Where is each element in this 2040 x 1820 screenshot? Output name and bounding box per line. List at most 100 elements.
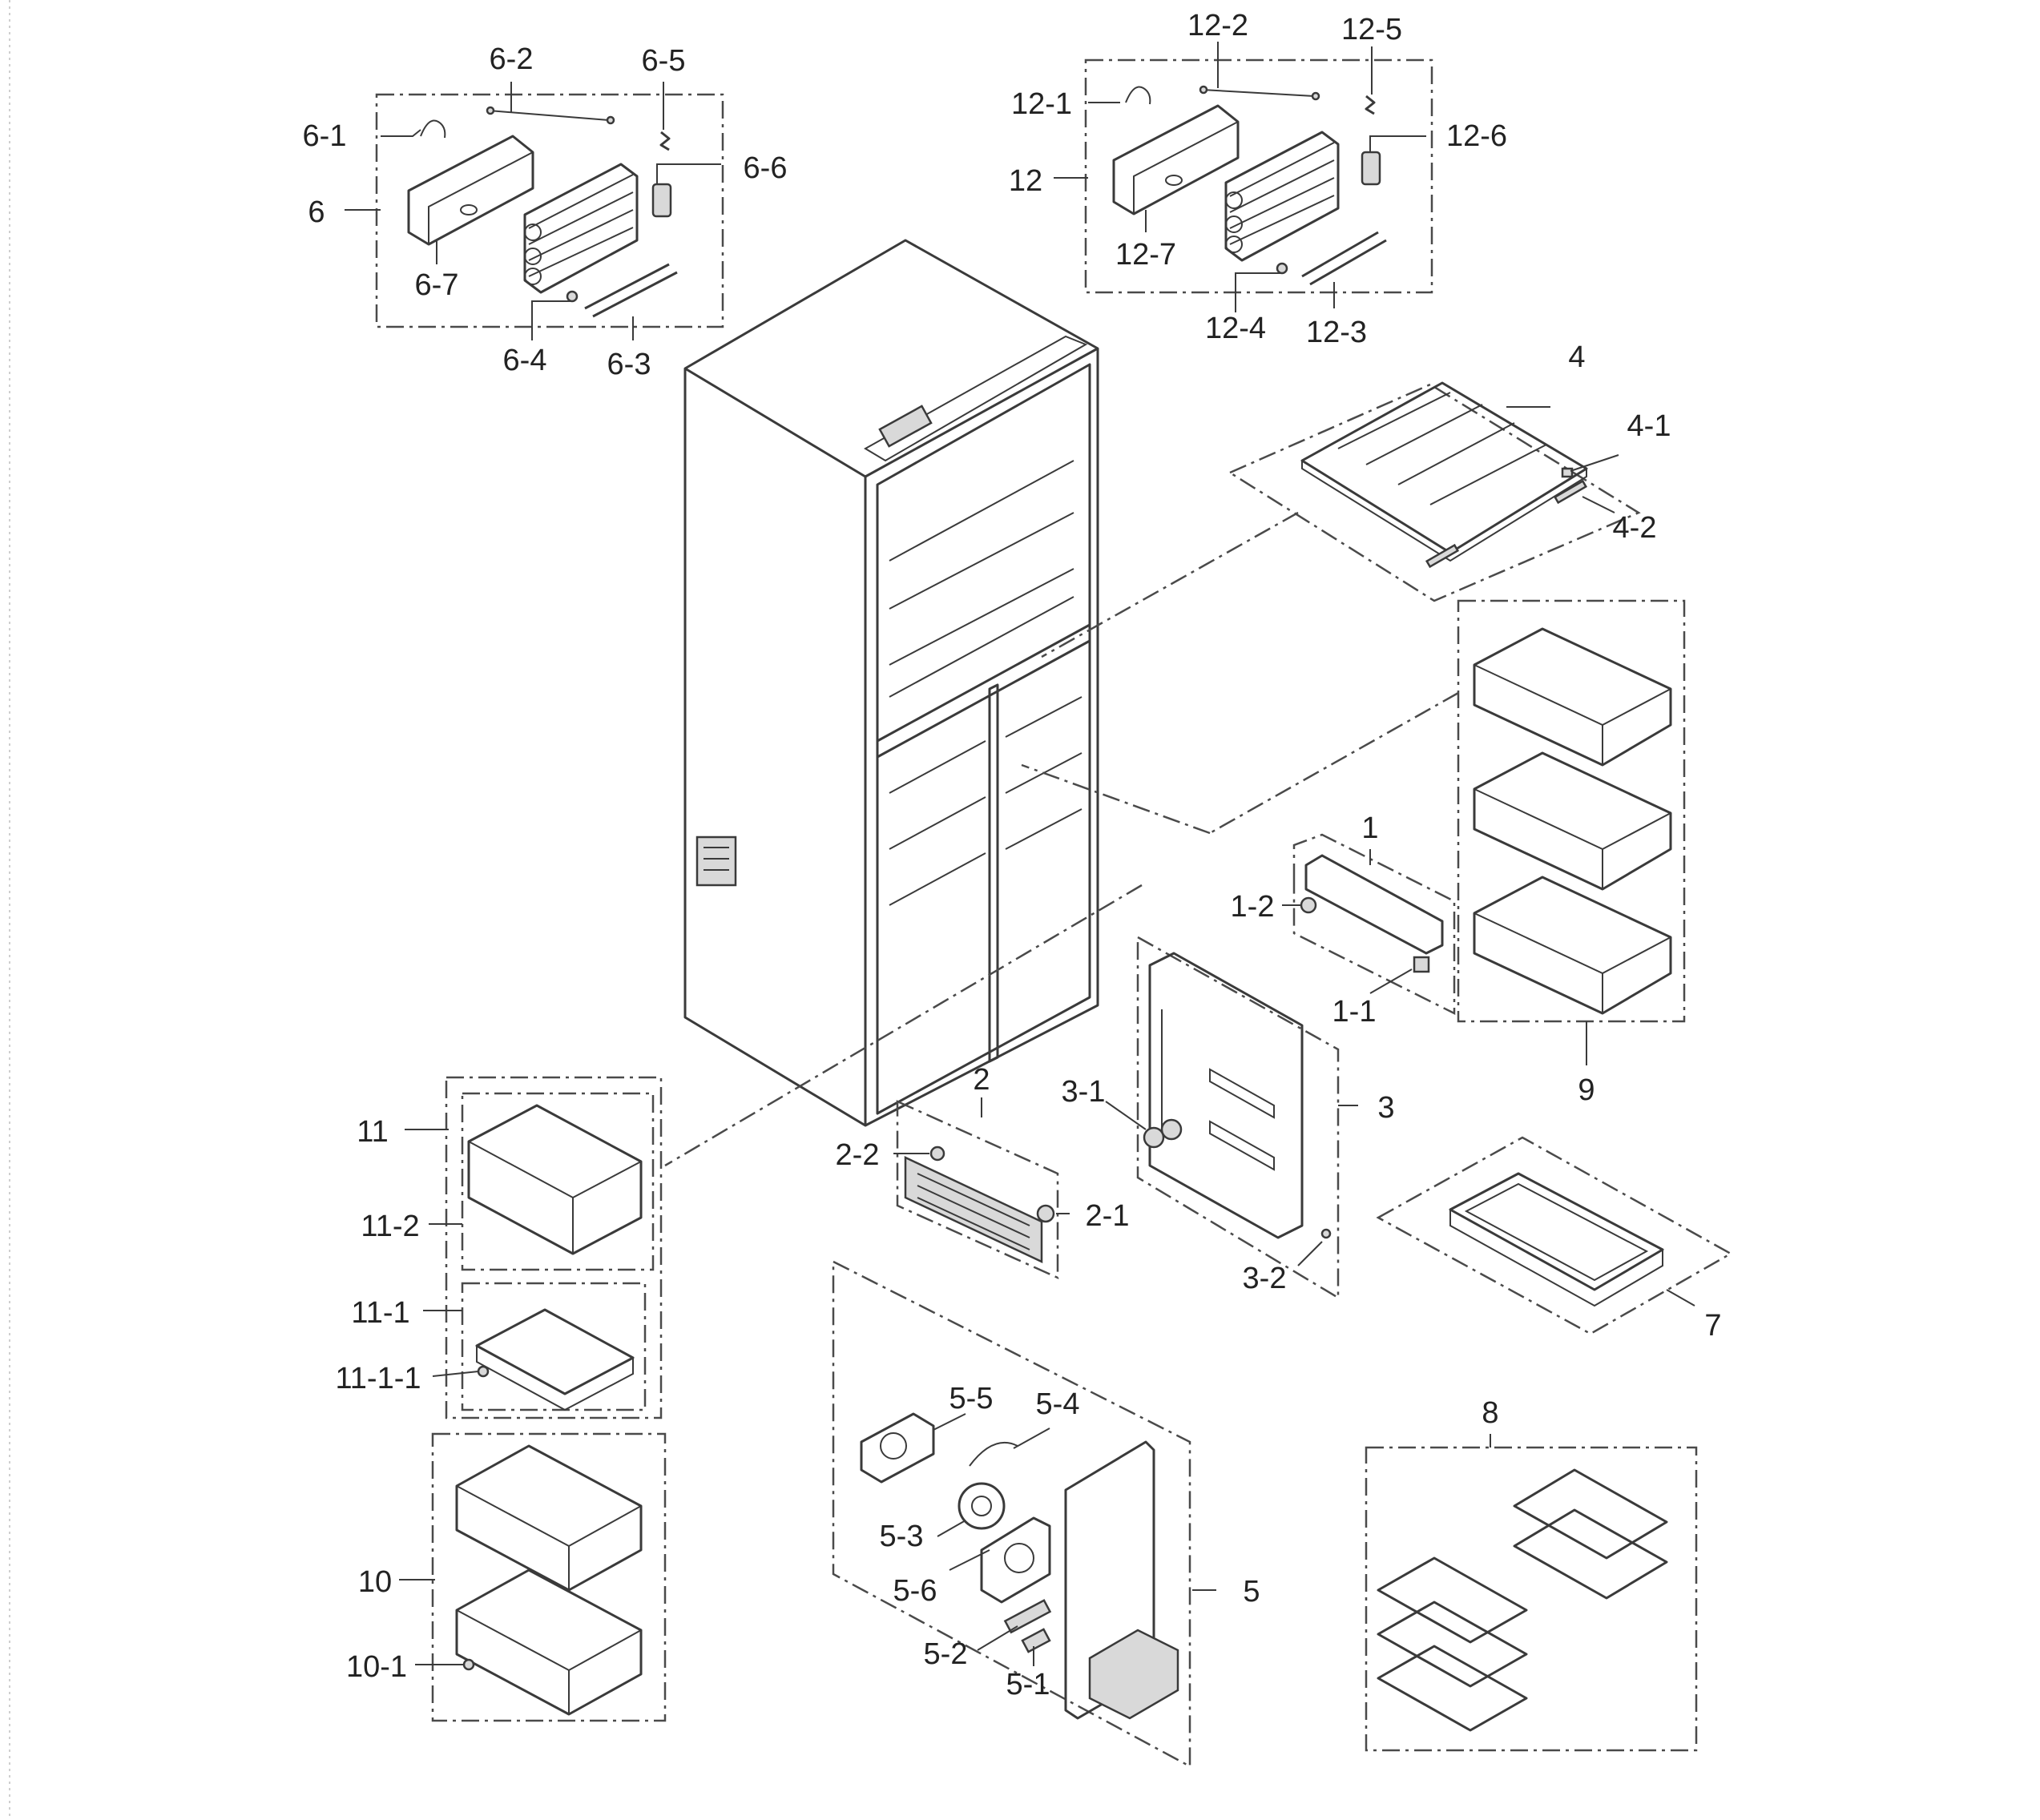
part-9-drawer-1 (1473, 627, 1672, 767)
part-5-6-shroud-ring (1004, 1543, 1034, 1573)
callout-5-2: 5-2 (924, 1637, 968, 1671)
group-11-drawer (405, 1076, 663, 1419)
group-7-box (1376, 1136, 1733, 1335)
part-4-shelf-glass (1300, 381, 1588, 554)
callout-6-4: 6-4 (503, 344, 547, 377)
part-5-evaporator-block (1088, 1629, 1179, 1720)
group-6-evaporator (345, 82, 724, 340)
leader-7 (1666, 1289, 1695, 1307)
part-5-6-shroud (980, 1516, 1051, 1604)
callout-4: 4 (1568, 340, 1585, 374)
part-6-2-plug (486, 106, 495, 115)
cabinet-upper-rails (889, 460, 1074, 698)
leader-5-6 (949, 1549, 990, 1571)
leader-3-1 (1105, 1101, 1147, 1130)
part-6-2-end (606, 115, 615, 125)
group-10-box (431, 1432, 667, 1722)
part-3-panel (1148, 952, 1304, 1239)
part-6-6-fuse (651, 183, 672, 218)
callout-6-1: 6-1 (303, 119, 347, 153)
drawer-2-edges (1474, 788, 1671, 889)
part-10-1-pad (462, 1658, 475, 1671)
part-evaporator-coil (523, 163, 639, 294)
callout-6-6: 6-6 (744, 151, 788, 185)
callout-11-2: 11-2 (361, 1210, 419, 1243)
group-8-box (1365, 1446, 1698, 1752)
rail-b-mid (1377, 1601, 1528, 1688)
cabinet-mid-divider (876, 623, 1091, 759)
part-12-2-cable (1201, 89, 1315, 97)
part-4-shelf-edge (1301, 461, 1587, 562)
callout-2-2: 2-2 (836, 1138, 880, 1172)
group-4-shelf (1228, 381, 1641, 602)
part-2-panel-slots (917, 1173, 1030, 1250)
cabinet-center-mullion (988, 683, 999, 1063)
part-coil-bend-2 (524, 248, 542, 265)
part-6-7-hole (460, 204, 478, 215)
group-11-box (445, 1076, 663, 1419)
part-6-1-wire (420, 119, 446, 139)
callout-10: 10 (358, 1565, 392, 1599)
part-9-drawer-2 (1473, 751, 1672, 891)
part-coil-bend-6 (1225, 236, 1243, 253)
leader-5-3 (937, 1520, 966, 1537)
group-11-1-box (461, 1282, 647, 1411)
part-3-panel-slots (1209, 1068, 1275, 1171)
group-12-evaporator (1054, 42, 1433, 312)
leader-5-5 (933, 1413, 966, 1431)
group-10-bins (399, 1432, 667, 1722)
part-8-rail-set-b (1377, 1556, 1528, 1732)
callout-3-2: 3-2 (1243, 1262, 1287, 1295)
part-12-6-fuse (1361, 151, 1381, 186)
part-6-4-screw (566, 290, 579, 303)
part-10-bin-lower-edges (456, 1609, 642, 1714)
rail-b-bottom (1377, 1645, 1528, 1732)
explode-line-freezer (664, 884, 1143, 1167)
part-11-1-tray (475, 1308, 635, 1395)
cabinet-vent-slots (704, 847, 729, 871)
callout-10-1: 10-1 (346, 1650, 407, 1684)
callout-4-2: 4-2 (1613, 511, 1657, 545)
part-12-7-hole (1165, 175, 1183, 186)
part-2-1-cap (1036, 1204, 1055, 1223)
part-11-2-drawer (467, 1104, 643, 1255)
leader-3-2 (1297, 1241, 1323, 1266)
leader-6-1 (381, 129, 421, 137)
callout-4-1: 4-1 (1627, 409, 1671, 443)
part-coil-bend-4 (1225, 191, 1243, 209)
rail-b-top (1377, 1556, 1528, 1644)
rail-a-bottom (1513, 1508, 1668, 1600)
leader-6-6 (656, 163, 721, 184)
cabinet-side-vent (695, 836, 737, 887)
callout-5-5: 5-5 (949, 1382, 994, 1415)
callout-11-1-1: 11-1-1 (335, 1362, 421, 1395)
leader-12-6 (1369, 135, 1426, 152)
drawer-3-body (1473, 876, 1672, 1015)
part-5-4-wire (969, 1442, 1018, 1467)
part-5-1-plug (1021, 1628, 1051, 1653)
callout-11-1: 11-1 (351, 1296, 409, 1330)
callout-5-4: 5-4 (1036, 1387, 1080, 1421)
leader-11-1-1 (432, 1371, 479, 1377)
part-3-1-fastener-b (1160, 1118, 1183, 1141)
part-12-7-cover (1112, 104, 1240, 215)
cabinet-top-control (864, 335, 1088, 462)
part-10-bin-upper (455, 1444, 643, 1592)
explode-lines (664, 511, 1459, 1167)
part-2-2-cap (929, 1146, 945, 1162)
rail-a-top (1513, 1468, 1668, 1560)
callout-12-1: 12-1 (1011, 87, 1072, 121)
callout-6-5: 6-5 (642, 44, 686, 78)
part-3-1-fastener-a (1143, 1126, 1165, 1149)
group-8-rails (1365, 1434, 1698, 1752)
callout-3-1: 3-1 (1062, 1075, 1106, 1109)
part-7-tray-top (1449, 1172, 1664, 1291)
callout-5-3: 5-3 (880, 1520, 924, 1553)
callout-1: 1 (1361, 811, 1378, 845)
refrigerator-cabinet (683, 239, 1099, 1127)
part-12-7-cover-edge (1133, 121, 1239, 214)
part-7-tray-side (1449, 1210, 1663, 1307)
group-5-box (832, 1259, 1191, 1769)
part-11-1-tray-side (476, 1346, 634, 1411)
callout-5-1: 5-1 (1006, 1668, 1050, 1701)
